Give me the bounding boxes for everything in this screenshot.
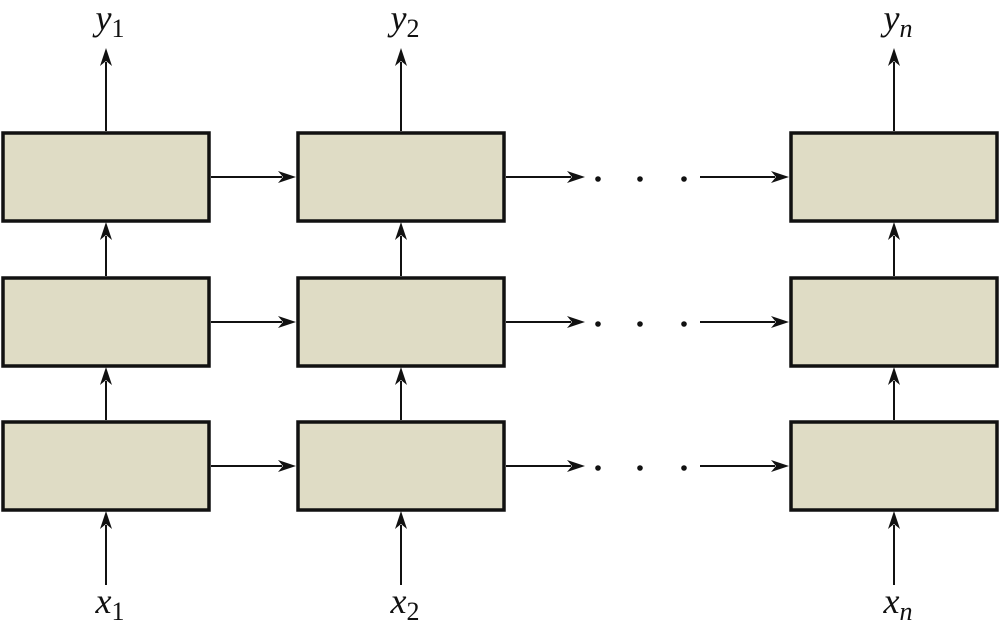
recurrent-arrow-layer-3-1-2 (211, 171, 296, 183)
input-arrow-col-2 (395, 511, 407, 585)
cell-col-1-layer-1 (1, 420, 211, 512)
ellipsis-layer (595, 176, 687, 471)
cell-col-2-layer-2 (296, 276, 506, 368)
input-label-col-2-subscript: 2 (406, 597, 419, 626)
recurrent-arrow-layer-2-2-ellipsis (506, 316, 585, 328)
input-label-col-n: xn (883, 581, 913, 626)
output-label-col-1: y1 (93, 0, 125, 43)
output-label-col-2: y2 (388, 0, 420, 43)
output-label-col-1-base: y (93, 0, 112, 38)
output-label-col-2-subscript: 2 (406, 14, 419, 43)
ellipsis-dot (637, 321, 643, 327)
recurrent-arrow-layer-3-ellipsis-n-arrowhead (771, 171, 789, 183)
ellipsis-layer-3 (595, 176, 687, 182)
recurrent-arrow-layer-1-2-ellipsis (506, 460, 585, 472)
ellipsis-dot (681, 465, 687, 471)
output-arrow-col-1 (100, 48, 112, 131)
cells-layer (1, 131, 999, 512)
ellipsis-layer-1 (595, 465, 687, 471)
layer-arrow-col-1-2-3-arrowhead (100, 222, 112, 240)
cell-col-1-layer-2 (1, 276, 211, 368)
layer-arrow-col-2-2-3-arrowhead (395, 222, 407, 240)
layer-arrow-col-2-2-3 (395, 222, 407, 276)
layer-arrow-col-n-1-2-arrowhead (888, 367, 900, 385)
cell-col-2-layer-3 (296, 131, 506, 223)
input-arrow-col-1-arrowhead (100, 511, 112, 529)
layer-arrow-col-1-1-2 (100, 367, 112, 420)
recurrent-arrow-layer-3-1-2-arrowhead (278, 171, 296, 183)
layer-arrow-col-1-1-2-arrowhead (100, 367, 112, 385)
recurrent-arrow-layer-2-1-2-arrowhead (278, 316, 296, 328)
layer-arrow-col-n-2-3-arrowhead (888, 222, 900, 240)
input-label-col-2-base: x (390, 581, 407, 621)
ellipsis-dot (595, 176, 601, 182)
recurrent-arrow-layer-1-ellipsis-n-arrowhead (771, 460, 789, 472)
cell-col-1-layer-3 (1, 131, 211, 223)
recurrent-arrow-layer-2-ellipsis-n-arrowhead (771, 316, 789, 328)
layer-arrow-col-n-2-3 (888, 222, 900, 276)
output-arrow-col-n (888, 48, 900, 131)
ellipsis-dot (681, 176, 687, 182)
output-label-col-n-subscript: n (899, 14, 912, 43)
layer-arrow-col-1-2-3 (100, 222, 112, 276)
cell-col-n-layer-2 (789, 276, 999, 368)
input-label-col-1: x1 (95, 581, 125, 626)
recurrent-arrow-layer-3-2-ellipsis (506, 171, 585, 183)
output-label-col-2-base: y (388, 0, 407, 38)
input-label-col-1-subscript: 1 (111, 597, 124, 626)
cell-col-2-layer-1 (296, 420, 506, 512)
input-arrow-col-n (888, 511, 900, 585)
ellipsis-dot (681, 321, 687, 327)
recurrent-arrow-layer-2-1-2 (211, 316, 296, 328)
layer-arrow-col-2-1-2 (395, 367, 407, 420)
ellipsis-dot (637, 465, 643, 471)
output-arrow-col-2-arrowhead (395, 48, 407, 66)
output-label-col-1-subscript: 1 (111, 14, 124, 43)
input-arrow-col-1 (100, 511, 112, 585)
cell-col-n-layer-1 (789, 420, 999, 512)
recurrent-arrow-layer-3-2-ellipsis-arrowhead (567, 171, 585, 183)
output-arrow-col-n-arrowhead (888, 48, 900, 66)
edges-layer (100, 48, 900, 585)
cell-col-n-layer-3 (789, 131, 999, 223)
input-arrow-col-n-arrowhead (888, 511, 900, 529)
recurrent-arrow-layer-2-ellipsis-n (700, 316, 789, 328)
recurrent-arrow-layer-1-1-2-arrowhead (278, 460, 296, 472)
recurrent-arrow-layer-1-ellipsis-n (700, 460, 789, 472)
input-label-col-2: x2 (390, 581, 420, 626)
recurrent-arrow-layer-3-ellipsis-n (700, 171, 789, 183)
ellipsis-dot (595, 465, 601, 471)
output-arrow-col-1-arrowhead (100, 48, 112, 66)
recurrent-arrow-layer-2-2-ellipsis-arrowhead (567, 316, 585, 328)
recurrent-arrow-layer-1-1-2 (211, 460, 296, 472)
input-label-col-n-subscript: n (899, 597, 912, 626)
input-arrow-col-2-arrowhead (395, 511, 407, 529)
input-label-col-1-base: x (95, 581, 112, 621)
recurrent-arrow-layer-1-2-ellipsis-arrowhead (567, 460, 585, 472)
output-label-col-n-base: y (881, 0, 900, 38)
ellipsis-dot (637, 176, 643, 182)
output-label-col-n: yn (881, 0, 913, 43)
ellipsis-layer-2 (595, 321, 687, 327)
output-arrow-col-2 (395, 48, 407, 131)
input-label-col-n-base: x (883, 581, 900, 621)
layer-arrow-col-n-1-2 (888, 367, 900, 420)
layer-arrow-col-2-1-2-arrowhead (395, 367, 407, 385)
ellipsis-dot (595, 321, 601, 327)
